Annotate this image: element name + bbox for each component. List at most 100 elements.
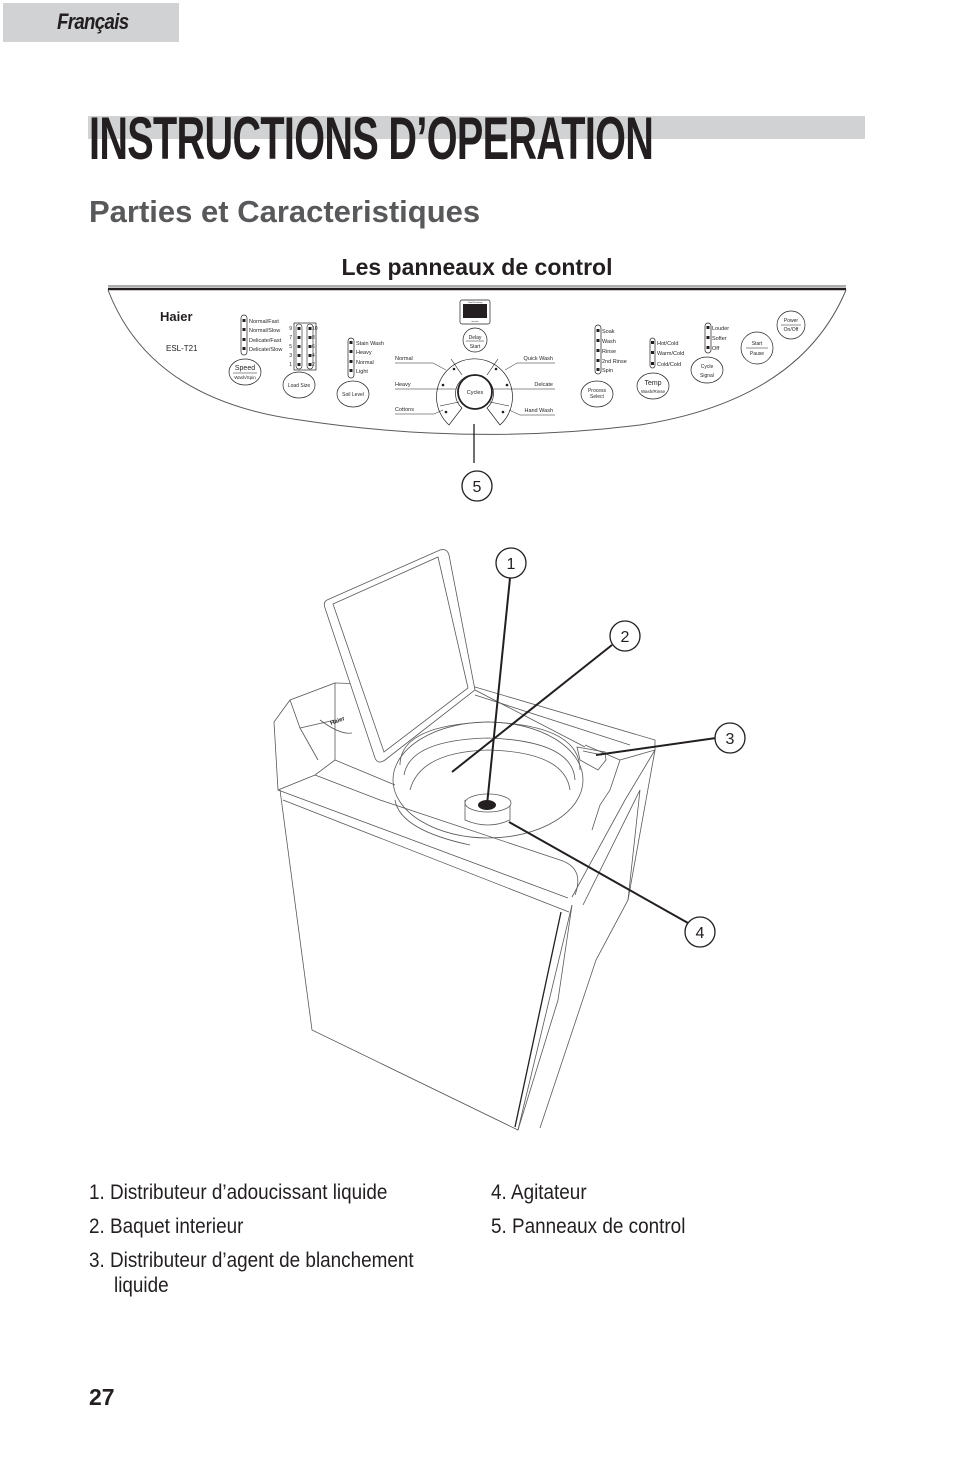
svg-text:Delay: Delay [469,335,482,341]
svg-text:4: 4 [696,925,705,942]
svg-text:Power: Power [784,318,799,324]
load-number: 1 [289,362,292,368]
svg-text:Process: Process [588,388,607,394]
svg-text:Wash/Rinse: Wash/Rinse [641,389,666,394]
legend-item-continuation: liquide [114,1274,169,1297]
lid-brand: Haier [330,716,347,727]
speed-option: Delicate/Fast [249,338,282,344]
signal-option: Softer [712,336,727,342]
callout-3: 3 [714,722,746,754]
power-button[interactable]: Power On/Off [776,310,806,340]
section-title: Les panneaux de control [341,254,613,280]
speed-button[interactable]: Speed Wash/Spin [228,358,262,386]
svg-text:Time Remaining: Time Remaining [468,302,483,304]
cycles-label: Cycles [467,390,484,396]
svg-text:Start: Start [470,344,481,350]
cycle-option: Hand Wash [524,408,553,414]
cycle-option: Quick Wash [524,356,553,362]
legend-item: 1. Distributeur d’adoucissant liquide [89,1181,388,1204]
svg-text:Soil Level: Soil Level [342,392,364,398]
load-number: 10 [312,326,318,332]
svg-text:Speed: Speed [235,365,255,372]
load-number: 2 [312,362,315,368]
cycles-dial[interactable]: Cycles [436,358,513,426]
svg-text:Load Size: Load Size [288,383,310,389]
speed-indicators [242,319,246,350]
signal-option: Louder [712,326,729,332]
svg-text:Wash/Spin: Wash/Spin [234,375,256,380]
temp-option: Cold/Cold [657,362,681,368]
cycle-signal-button[interactable]: Cycle Signal [690,356,724,384]
process-indicators [596,329,600,371]
process-option: Wash [602,339,616,345]
cycle-option: Cottons [395,407,414,413]
svg-text:Cycle: Cycle [701,364,714,370]
temp-option: Warm/Cold [657,351,684,357]
soil-indicators [349,341,353,372]
svg-text:minutes: minutes [471,320,478,323]
delay-start-button[interactable]: Delay Start [462,327,488,353]
callout-leaders [451,577,717,924]
title-band [88,116,865,139]
soil-option: Stain Wash [356,341,384,347]
load-number: 4 [312,353,315,359]
svg-text:Temp: Temp [644,380,661,387]
svg-text:3: 3 [726,731,735,748]
callout-4: 4 [684,916,716,948]
callout-5: 5 [461,470,493,502]
page-title: INSTRUCTIONS D’OPERATION [89,105,654,172]
load-number: 8 [312,335,315,341]
soil-option: Light [356,369,368,375]
load-number: 7 [289,335,292,341]
legend-item: 5. Panneaux de control [491,1215,686,1238]
svg-text:On/Off: On/Off [784,327,799,333]
load-number: 9 [289,326,292,332]
cycle-option: Heavy [395,382,411,388]
svg-text:Start: Start [752,341,763,347]
page-number: 27 [89,1384,115,1410]
cycle-option: Delcate [534,382,553,388]
language-label: Français [57,9,129,34]
control-panel: Haier ESL-T21 Normal/Fast Normal/Slow De… [107,285,847,463]
panel-model: ESL-T21 [166,344,198,353]
panel-brand: Haier [160,309,193,324]
washer-drawing: Haier [273,549,656,1131]
soil-level-button[interactable]: Soil Level [336,380,370,408]
soil-option: Heavy [356,350,372,356]
soil-option: Normal [356,360,374,366]
language-tab: Français [3,3,179,42]
signal-option: Off [712,346,720,352]
load-number: 3 [289,353,292,359]
svg-text:2: 2 [621,629,630,646]
load-number: 5 [289,344,292,350]
cycle-option: Normal [395,356,413,362]
temp-button[interactable]: Temp Wash/Rinse [636,372,670,400]
signal-indicators [706,326,710,349]
legend-item: 2. Baquet interieur [89,1215,244,1238]
svg-text:Select: Select [590,394,605,400]
callout-2: 2 [609,620,641,652]
start-pause-button[interactable]: Start Pause [740,331,774,365]
page-subtitle: Parties et Caracteristiques [89,194,481,229]
process-option: 2nd Rinse [602,359,627,365]
load-number: 6 [312,344,315,350]
process-select-button[interactable]: Process Select [580,380,614,408]
speed-option: Normal/Fast [249,319,279,325]
svg-text:Signal: Signal [700,373,714,379]
temp-indicators [651,341,654,365]
svg-text:1: 1 [507,556,516,573]
process-option: Soak [602,329,615,335]
legend-item: 3. Distributeur d’agent de blanchement [89,1249,414,1272]
legend-item: 4. Agitateur [491,1181,587,1204]
svg-text:5: 5 [473,479,482,496]
process-option: Rinse [602,349,616,355]
time-display: Time Remaining minutes [459,299,491,325]
svg-text:Pause: Pause [750,351,764,357]
load-size-indicators [293,322,317,371]
process-option: Spin [602,368,613,374]
speed-option: Delicate/Slow [249,347,282,353]
load-size-button[interactable]: Load Size [282,371,316,399]
speed-option: Normal/Slow [249,328,280,334]
callout-1: 1 [495,547,527,579]
